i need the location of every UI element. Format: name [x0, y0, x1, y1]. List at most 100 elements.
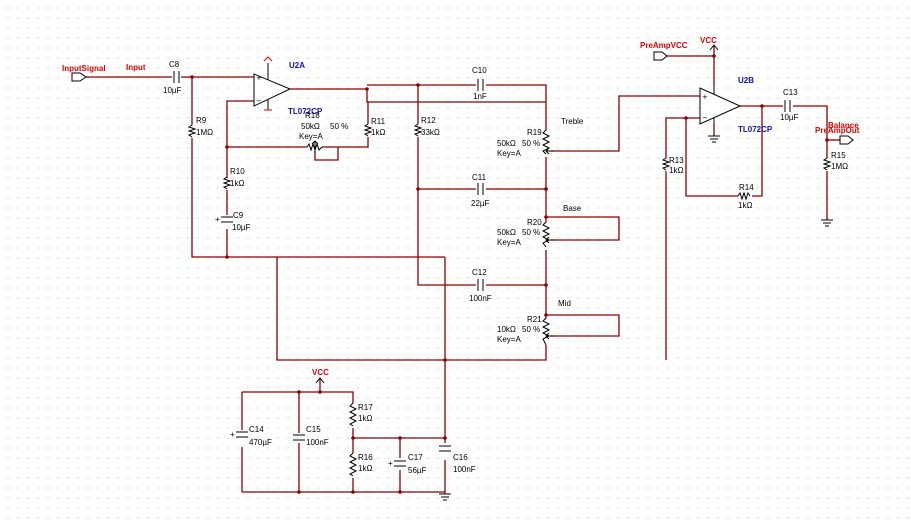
supply-marker-icon	[263, 56, 273, 62]
resistor-r16[interactable]: R16 1kΩ	[348, 452, 373, 477]
junction-dot	[760, 104, 764, 108]
svg-text:1kΩ: 1kΩ	[738, 201, 752, 210]
potentiometer-r20[interactable]: Base R20 50kΩ 50 % Key=A	[497, 204, 582, 248]
capacitor-c8[interactable]: C8 10µF	[163, 60, 182, 95]
svg-text:Base: Base	[563, 204, 582, 213]
capacitor-c10[interactable]: C10 1nF	[472, 66, 487, 101]
opamp-triangle-icon	[699, 87, 742, 125]
port-input-signal[interactable]: InputSignal	[62, 64, 106, 82]
resistor-r17[interactable]: R17 1kΩ	[348, 402, 373, 427]
junction-dot	[443, 436, 447, 440]
resistor-r9[interactable]: R9 1MΩ	[187, 116, 213, 138]
port-label: InputSignal	[62, 64, 106, 73]
svg-text:R13: R13	[669, 156, 684, 165]
svg-text:1kΩ: 1kΩ	[669, 166, 683, 175]
junction-dot	[225, 255, 229, 259]
svg-text:100nF: 100nF	[306, 438, 329, 447]
svg-text:56µF: 56µF	[408, 466, 427, 475]
svg-text:Key=A: Key=A	[497, 238, 521, 247]
svg-text:1kΩ: 1kΩ	[358, 464, 372, 473]
svg-text:1nF: 1nF	[473, 92, 487, 101]
capacitor-c17[interactable]: + C17 56µF	[388, 453, 427, 475]
capacitor-c13[interactable]: C13 10µF	[780, 88, 799, 122]
resistor-zigzag-icon	[187, 124, 197, 138]
wire-u2a-inv[interactable]	[226, 100, 254, 178]
potentiometer-r21[interactable]: Mid R21 10kΩ 50 % Key=A	[497, 299, 571, 346]
capacitor-plates-icon	[784, 100, 791, 112]
svg-text:10µF: 10µF	[163, 86, 182, 95]
wire-base-wiper[interactable]	[546, 216, 620, 241]
svg-text:R9: R9	[196, 116, 207, 125]
svg-text:1MΩ: 1MΩ	[196, 128, 213, 137]
svg-text:R19: R19	[527, 128, 542, 137]
svg-text:50kΩ: 50kΩ	[301, 122, 320, 131]
opamp-u2b[interactable]: + − U2B TL072CP	[699, 76, 773, 143]
pin-plus: +	[256, 74, 262, 82]
resistor-zigzag-icon	[661, 157, 671, 171]
wire-r21-bottom[interactable]	[445, 345, 547, 361]
resistor-r13[interactable]: R13 1kΩ	[661, 156, 684, 175]
svg-text:470µF: 470µF	[249, 438, 272, 447]
wire-u2b-inv[interactable]	[665, 117, 700, 158]
resistor-r10[interactable]: R10 1kΩ	[222, 167, 245, 190]
resistor-zigzag-icon	[306, 142, 323, 152]
capacitor-c16[interactable]: C16 100nF	[439, 445, 476, 474]
port-preampvcc[interactable]: PreAmpVCC	[640, 41, 688, 61]
opamp-ref: U2B	[738, 76, 754, 85]
svg-text:C16: C16	[453, 453, 468, 462]
svg-text:R16: R16	[358, 453, 373, 462]
svg-text:C10: C10	[472, 66, 487, 75]
capacitor-c11[interactable]: C11 22µF	[471, 173, 490, 208]
svg-text:1kΩ: 1kΩ	[358, 414, 372, 423]
wire-c10-right[interactable]	[486, 84, 547, 130]
capacitor-plates-icon	[173, 71, 180, 83]
junction-dot	[544, 313, 548, 317]
wire-mid-wiper[interactable]	[546, 314, 620, 337]
capacitor-c15[interactable]: C15 100nF	[293, 425, 329, 447]
svg-text:+: +	[388, 459, 393, 468]
capacitor-c9[interactable]: + C9 10µF	[215, 211, 251, 232]
wire-u2a-out[interactable]	[290, 88, 546, 103]
capacitor-c12[interactable]: C12 100nF	[469, 268, 492, 303]
resistor-zigzag-icon	[413, 123, 423, 137]
wire-r14-right[interactable]	[752, 106, 763, 197]
vcc-symbol-u2b: VCC	[700, 36, 719, 51]
resistor-r14[interactable]: R14 1kΩ	[737, 183, 754, 210]
port-label: PreAmpVCC	[640, 41, 688, 50]
resistor-zigzag-icon	[363, 123, 373, 137]
opamp-u2a[interactable]: + − U2A TL072CP	[253, 56, 323, 116]
opamp-type: TL072CP	[288, 107, 323, 116]
wire-treble-wiper[interactable]	[551, 95, 700, 152]
wire-bias-rail[interactable]	[276, 257, 445, 361]
svg-text:C15: C15	[306, 425, 321, 434]
capacitor-plates-icon	[477, 79, 484, 91]
potentiometer-r18[interactable]: R18 50kΩ 50 % Key=A	[299, 111, 348, 153]
svg-text:C14: C14	[249, 425, 264, 434]
port-icon	[653, 51, 668, 61]
wire-r9-ground-rail[interactable]	[191, 138, 445, 258]
port-preamp-out[interactable]: Balance PreAmpOut	[815, 121, 860, 145]
junction-dot	[544, 215, 548, 219]
port-icon	[839, 135, 854, 145]
svg-text:33kΩ: 33kΩ	[421, 128, 440, 137]
svg-text:50 %: 50 %	[330, 122, 348, 131]
capacitor-plates-icon	[477, 279, 484, 291]
svg-text:R10: R10	[230, 167, 245, 176]
resistor-zigzag-icon	[348, 452, 358, 477]
wire-r18-wiper[interactable]	[314, 147, 339, 161]
resistor-r15[interactable]: R15 1MΩ	[821, 151, 848, 227]
svg-text:1kΩ: 1kΩ	[371, 128, 385, 137]
svg-text:+: +	[215, 215, 220, 224]
capacitor-c14[interactable]: + C14 470µF	[230, 425, 272, 447]
wire-supply-top[interactable]	[242, 391, 354, 403]
resistor-r12[interactable]: R12 33kΩ	[413, 116, 440, 137]
wire-r14-left[interactable]	[685, 118, 738, 197]
potentiometer-r19[interactable]: Treble R19 50kΩ 50 % Key=A	[497, 117, 584, 158]
svg-text:R14: R14	[739, 183, 754, 192]
wiper-arrow-icon	[545, 236, 554, 244]
wire-r18-r11[interactable]	[322, 137, 369, 148]
wire-r12-bottom[interactable]	[417, 137, 476, 286]
resistor-r11[interactable]: R11 1kΩ	[363, 117, 386, 137]
